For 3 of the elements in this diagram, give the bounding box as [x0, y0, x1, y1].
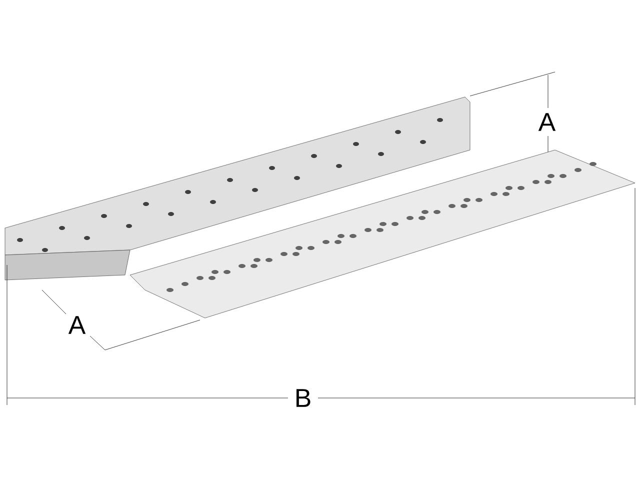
dimension-label: A	[68, 316, 86, 334]
dimension-label: A	[538, 113, 556, 131]
dimension-label: B	[296, 389, 310, 407]
